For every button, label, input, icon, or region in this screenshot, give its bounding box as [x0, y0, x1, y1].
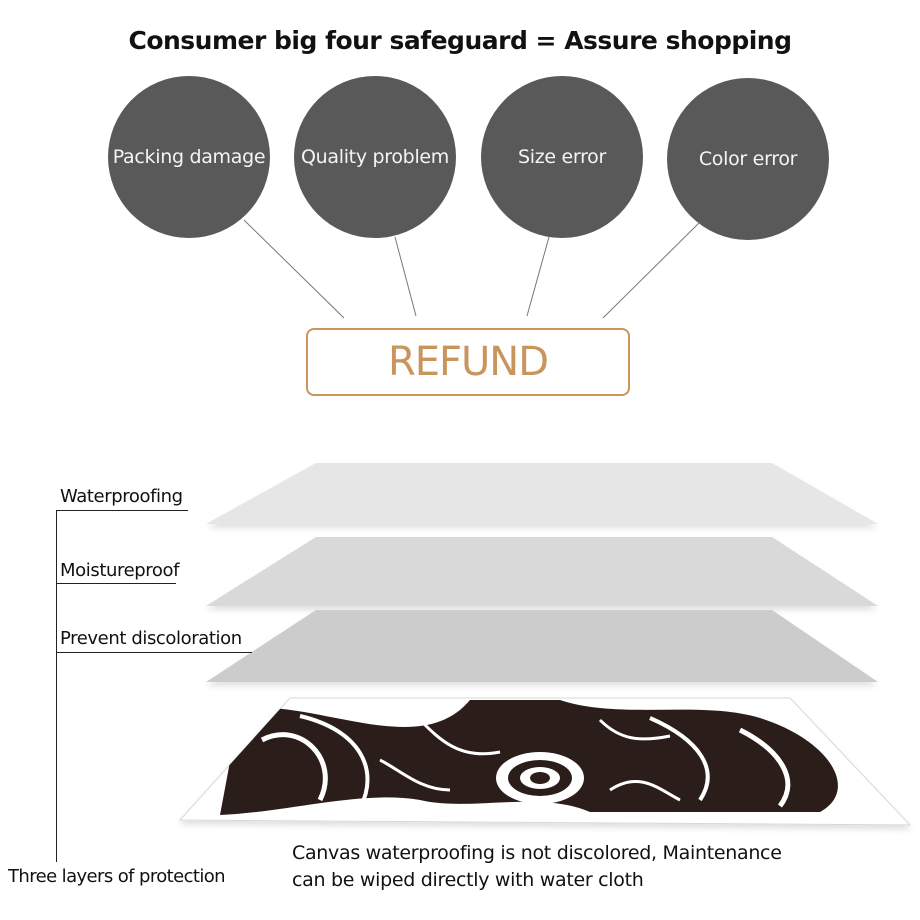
connector-line [602, 221, 701, 319]
layer-label-prevent-discoloration: Prevent discoloration [60, 628, 242, 649]
safeguard-circle-color-error: Color error [667, 78, 829, 240]
connector-line [243, 219, 345, 319]
connector-line [394, 236, 417, 317]
layer-label-moistureproof: Moistureproof [60, 560, 180, 581]
safeguard-label: Packing damage [112, 146, 266, 168]
description-text: Canvas waterproofing is not discolored, … [292, 840, 782, 894]
safeguard-label: Quality problem [300, 146, 450, 168]
refund-label: REFUND [387, 339, 549, 385]
three-layers-label: Three layers of protection [8, 866, 226, 887]
safeguard-label: Size error [517, 146, 607, 168]
safeguard-circle-size-error: Size error [481, 76, 643, 238]
engraved-art-canvas-icon [178, 697, 912, 826]
page-title: Consumer big four safeguard = Assure sho… [128, 26, 792, 55]
layer-label-waterproofing: Waterproofing [60, 486, 183, 507]
safeguard-circle-packing-damage: Packing damage [108, 76, 270, 238]
layer-moistureproof [206, 537, 878, 606]
refund-box: REFUND [306, 328, 630, 396]
layer-waterproofing [206, 463, 878, 524]
connector-line [526, 236, 550, 317]
underline-prevent [56, 652, 252, 653]
safeguard-label: Color error [698, 148, 798, 170]
underline-moistureproof [56, 583, 176, 584]
bracket-vertical-line [56, 510, 57, 862]
layer-prevent-discoloration [206, 610, 878, 682]
underline-waterproofing [56, 510, 188, 511]
description-line: can be wiped directly with water cloth [292, 869, 644, 891]
safeguard-circle-quality-problem: Quality problem [294, 76, 456, 238]
description-line: Canvas waterproofing is not discolored, … [292, 842, 782, 864]
